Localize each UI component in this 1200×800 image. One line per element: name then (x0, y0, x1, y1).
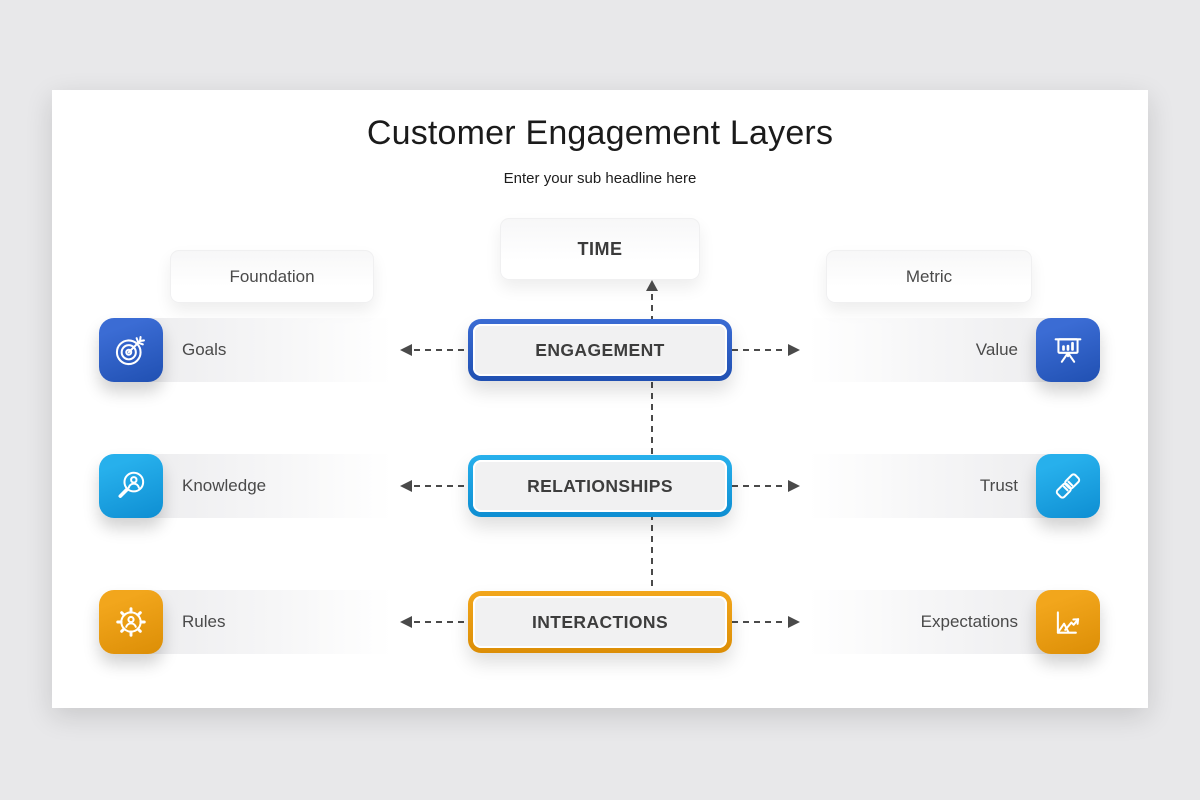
arrow-left-icon (400, 616, 412, 628)
page-title: Customer Engagement Layers (366, 114, 834, 152)
layer-box-relationships: RELATIONSHIPS (468, 455, 732, 517)
dashed-line-right-1 (732, 349, 786, 351)
presentation-chart-icon (1036, 318, 1100, 382)
layer-label: RELATIONSHIPS (473, 460, 727, 512)
time-label: TIME (577, 238, 623, 259)
row-expectations: Expectations (808, 590, 1070, 654)
layer-label: INTERACTIONS (473, 596, 727, 648)
layer-box-engagement: ENGAGEMENT (468, 319, 732, 381)
dashed-line-left-2 (414, 485, 468, 487)
arrow-right-icon (788, 344, 800, 356)
row-label-value: Value (975, 340, 1018, 359)
target-arrow-icon (99, 318, 163, 382)
dashed-line-left-3 (414, 621, 468, 623)
dashed-line-left-1 (414, 349, 468, 351)
handshake-icon (1036, 454, 1100, 518)
dashed-line-right-3 (732, 621, 786, 623)
growth-chart-icon (1036, 590, 1100, 654)
foundation-label: Foundation (229, 266, 315, 286)
row-knowledge: Knowledge (130, 454, 392, 518)
row-trust: Trust (808, 454, 1070, 518)
row-label-expectations: Expectations (920, 612, 1018, 631)
dashed-line-right-2 (732, 485, 786, 487)
search-user-icon (99, 454, 163, 518)
row-label-rules: Rules (182, 612, 226, 631)
metric-header: Metric (826, 250, 1032, 303)
row-value: Value (808, 318, 1070, 382)
row-goals: Goals (130, 318, 392, 382)
row-label-trust: Trust (979, 476, 1018, 495)
row-label-goals: Goals (182, 340, 227, 359)
page-subtitle: Enter your sub headline here (503, 170, 697, 187)
metric-label: Metric (905, 266, 953, 286)
arrow-right-icon (788, 480, 800, 492)
row-rules: Rules (130, 590, 392, 654)
row-label-knowledge: Knowledge (182, 476, 267, 495)
arrow-left-icon (400, 480, 412, 492)
layer-label: ENGAGEMENT (473, 324, 727, 376)
foundation-header: Foundation (170, 250, 374, 303)
time-box: TIME (500, 218, 700, 280)
arrow-left-icon (400, 344, 412, 356)
arrow-right-icon (788, 616, 800, 628)
gear-user-icon (99, 590, 163, 654)
layer-box-interactions: INTERACTIONS (468, 591, 732, 653)
vertical-dashed-connector (651, 283, 653, 622)
slide-card: Customer Engagement Layers Enter your su… (52, 90, 1148, 708)
